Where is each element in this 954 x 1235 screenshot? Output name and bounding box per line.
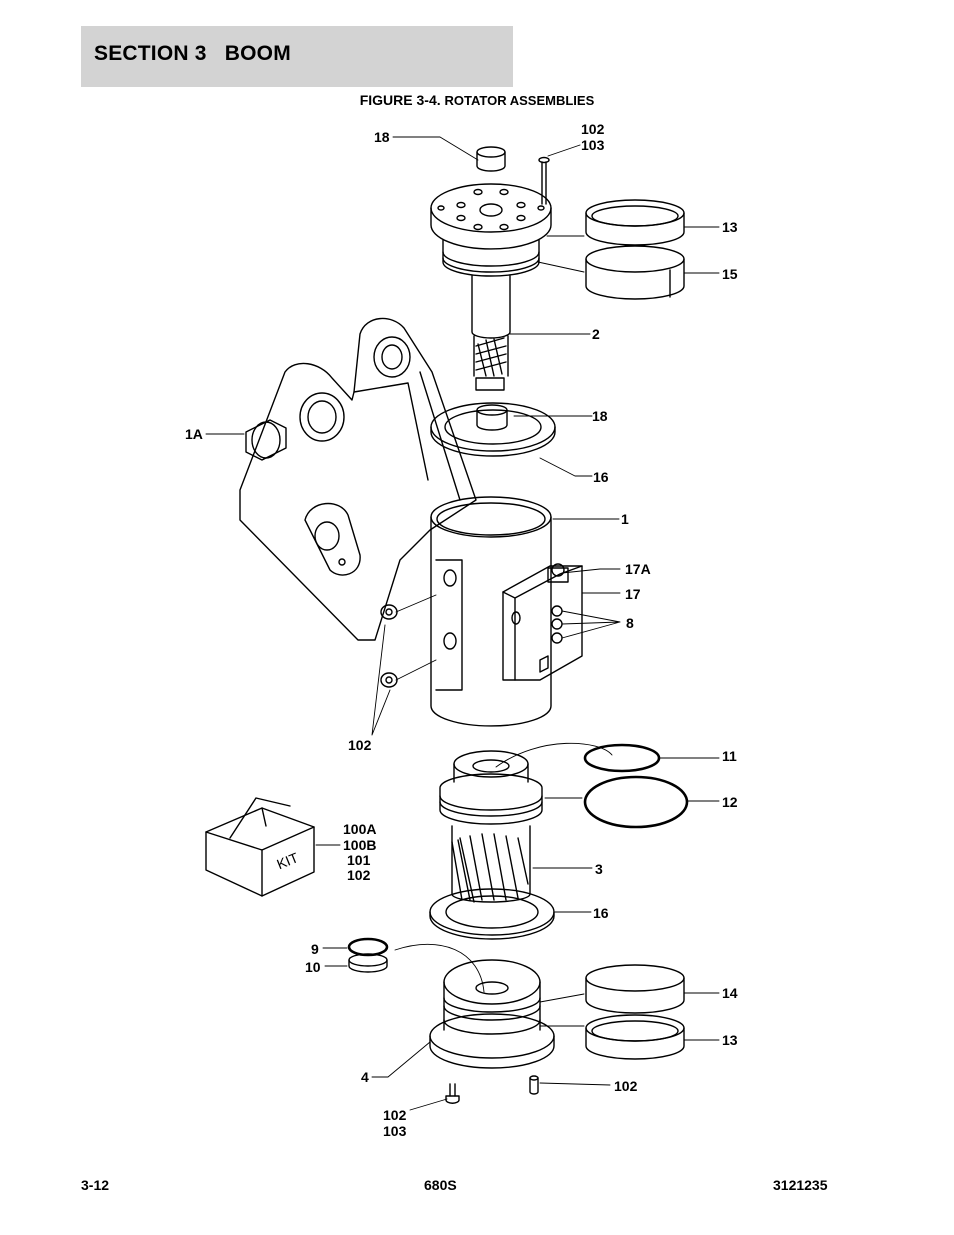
callout-18-top: 18 <box>374 129 390 145</box>
callout-2: 2 <box>592 326 600 342</box>
figure-number: FIGURE 3-4. <box>359 92 441 108</box>
callout-102-bottom: 102 <box>614 1078 638 1094</box>
part-2-shaft <box>430 183 552 391</box>
footer-model: 680S <box>424 1177 457 1193</box>
part-18-bushing-mid <box>476 404 508 431</box>
footer-doc-number: 3121235 <box>773 1177 828 1193</box>
callout-3: 3 <box>595 861 603 877</box>
part-1A-bracket <box>239 317 477 641</box>
part-9-oring <box>347 937 389 957</box>
callout-15: 15 <box>722 266 738 282</box>
part-102-screw-top <box>538 156 550 205</box>
figure-caption: ROTATOR ASSEMBLIES <box>444 93 595 108</box>
kit-box-label: KIT <box>274 849 301 872</box>
callout-8: 8 <box>626 615 634 631</box>
callout-labels: 18 102 103 13 15 2 1A 18 16 1 17A 17 8 1… <box>185 121 738 1139</box>
callout-11: 11 <box>722 748 737 764</box>
section-header-bar: SECTION 3 BOOM <box>81 26 513 87</box>
callout-102-kit: 102 <box>347 867 371 883</box>
callout-14: 14 <box>722 985 738 1001</box>
part-102-103-bolt-bottom-left <box>445 1083 460 1104</box>
callout-18-mid: 18 <box>592 408 608 424</box>
part-16-washer-bottom <box>429 888 555 940</box>
callout-101: 101 <box>347 852 371 868</box>
callout-16-top: 16 <box>593 469 609 485</box>
footer-page-number: 3-12 <box>81 1177 110 1193</box>
callout-100A: 100A <box>343 821 376 837</box>
callout-4: 4 <box>361 1069 369 1085</box>
callout-103-top: 103 <box>581 137 605 153</box>
callout-100B: 100B <box>343 837 376 853</box>
part-13-ring-bottom <box>585 1014 685 1060</box>
part-18-bushing-top <box>476 146 506 172</box>
callout-13-top: 13 <box>722 219 738 235</box>
callout-12: 12 <box>722 794 738 810</box>
figure-title: FIGURE 3-4. ROTATOR ASSEMBLIES <box>0 92 954 108</box>
part-1-housing <box>430 496 583 727</box>
callout-1: 1 <box>621 511 629 527</box>
leader-lines <box>205 136 720 1111</box>
part-102-screw-bottom <box>529 1075 539 1095</box>
part-13-ring-top <box>585 199 685 246</box>
part-11-oring <box>583 743 661 773</box>
part-14-band <box>585 964 685 1014</box>
callout-13-bottom: 13 <box>722 1032 738 1048</box>
part-12-oring <box>583 775 689 829</box>
part-15-band <box>585 245 685 300</box>
part-3-gear <box>439 750 543 903</box>
callout-1A: 1A <box>185 426 203 442</box>
callout-103-bottom-left: 103 <box>383 1123 407 1139</box>
callout-102-left: 102 <box>348 737 372 753</box>
part-4-endcap <box>429 959 555 1069</box>
part-102-setscrews-left <box>380 604 398 688</box>
callout-102-top: 102 <box>581 121 605 137</box>
part-10-ring <box>348 953 388 973</box>
callout-10: 10 <box>305 959 321 975</box>
part-16-washer-top <box>430 402 556 457</box>
section-title: SECTION 3 BOOM <box>94 42 291 65</box>
callout-17A: 17A <box>625 561 651 577</box>
callout-102-bottom-left: 102 <box>383 1107 407 1123</box>
callout-16-bottom: 16 <box>593 905 609 921</box>
kit-box: KIT <box>205 797 315 897</box>
callout-17: 17 <box>625 586 641 602</box>
callout-9: 9 <box>311 941 319 957</box>
